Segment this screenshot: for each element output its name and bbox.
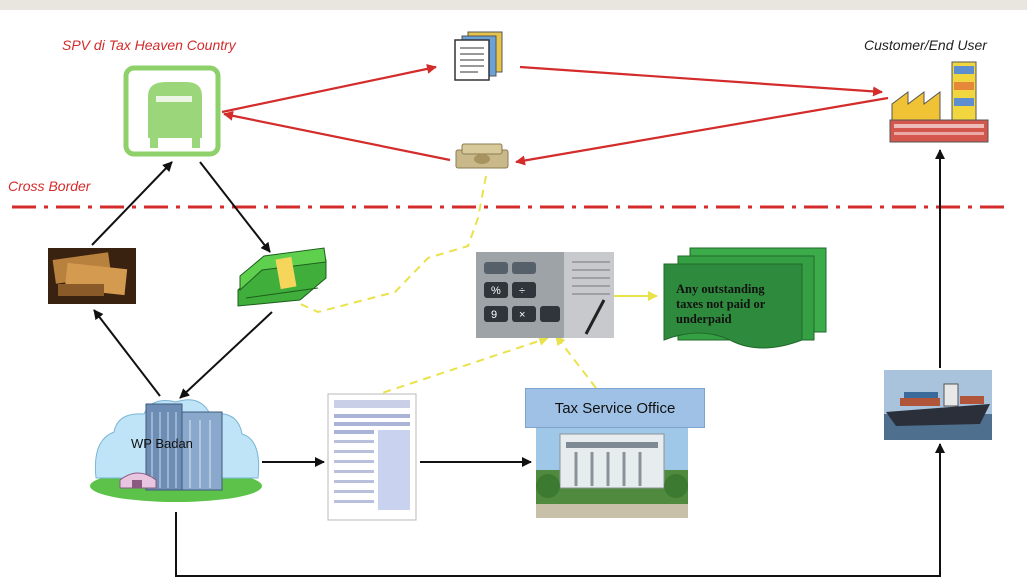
calculator-icon: % ÷ 9 ×: [476, 252, 614, 338]
green-document-stack-icon: [663, 247, 827, 349]
svg-text:%: %: [491, 285, 501, 297]
cross-border-label: Cross Border: [8, 178, 91, 194]
arrow-money-to-spv: [223, 110, 451, 162]
arrow-wpbadan-to-ship: [175, 443, 945, 577]
dashed-form-to-calculator: [369, 336, 549, 398]
factory-icon: [889, 61, 989, 143]
customer-label: Customer/End User: [864, 37, 987, 53]
dashed-taxoffice-to-calculator: [555, 335, 597, 389]
arrow-customer-to-money: [515, 96, 889, 166]
tax-form-icon: [327, 393, 417, 521]
spv-label: SPV di Tax Heaven Country: [62, 37, 236, 53]
svg-text:÷: ÷: [519, 285, 525, 297]
tax-service-office-label: Tax Service Office: [525, 388, 705, 428]
svg-text:×: ×: [519, 309, 525, 321]
office-building-icon: [90, 399, 262, 502]
arrow-spv-to-cash: [199, 161, 271, 253]
arrow-cash-to-wpbadan: [179, 311, 273, 399]
dashed-money-to-cash: [295, 175, 487, 314]
wp-badan-label: WP Badan: [131, 436, 193, 451]
svg-text:9: 9: [491, 309, 497, 321]
tax-office-building-icon: [536, 428, 688, 518]
cargo-ship-icon: [884, 370, 992, 440]
arrow-papers-wpbadan: [93, 309, 161, 397]
cash-icon: [237, 247, 327, 307]
documents-icon: [454, 31, 503, 81]
papers-icon: [48, 248, 136, 304]
top-band: [0, 0, 1027, 10]
outstanding-taxes-text: Any outstanding taxes not paid or underp…: [676, 282, 766, 326]
arrow-documents-to-customer: [519, 65, 883, 97]
mailbox-icon: [123, 65, 221, 157]
arrow-spv-to-documents: [221, 63, 437, 114]
tax-service-office-text: Tax Service Office: [554, 399, 676, 417]
arrow-papers-to-spv: [91, 161, 173, 246]
money-stack-icon: [455, 143, 509, 169]
